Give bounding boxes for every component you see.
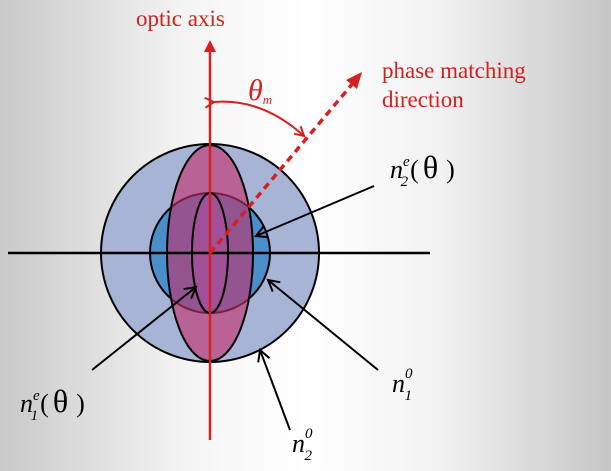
n2e-pointer xyxy=(256,185,375,236)
n2o-pointer xyxy=(260,350,291,431)
n1e-pointer xyxy=(91,287,196,371)
n1o-pointer xyxy=(268,280,379,371)
phase-matching-arrowhead xyxy=(346,72,362,89)
theta-m-label: θm xyxy=(248,74,272,107)
phase-matching-label-line2: direction xyxy=(382,87,464,112)
phase-matching-line xyxy=(208,80,356,255)
optic-axis-label: optic axis xyxy=(136,6,225,31)
phase-matching-label-line1: phase matching xyxy=(382,58,526,83)
theta-m-arc xyxy=(214,102,304,136)
